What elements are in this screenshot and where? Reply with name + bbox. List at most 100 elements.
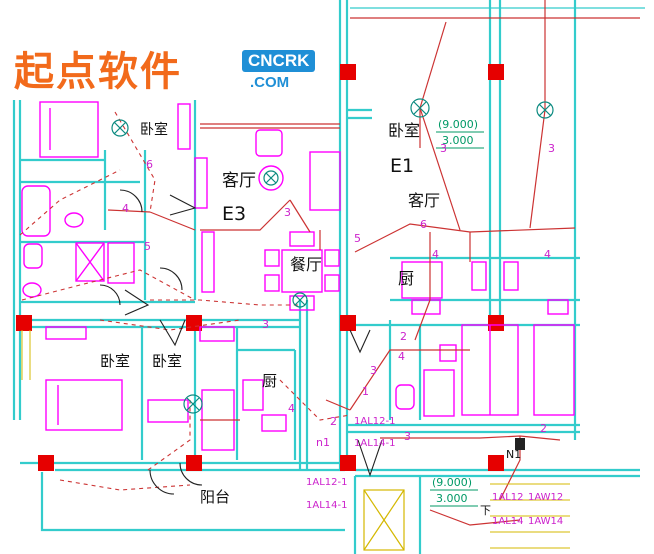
ceiling-light-icon: [410, 98, 430, 118]
watermark-badge: CNCRK: [242, 50, 316, 72]
circuit-number: 3: [284, 206, 291, 219]
circuit-number: 4: [288, 402, 295, 415]
stair: [363, 489, 405, 551]
columns: [16, 64, 504, 471]
bed: [45, 379, 123, 431]
room-label-living: 客厅: [408, 191, 440, 210]
wardrobe-right: [423, 369, 455, 417]
elevation-value: 3.000: [436, 492, 468, 505]
circuit-line: [419, 21, 447, 109]
side-table: [194, 157, 208, 209]
sofa: [309, 151, 341, 211]
room-label-bedroom: 卧室: [152, 352, 182, 370]
circuit-tag: 1AL12-1: [306, 477, 347, 488]
door-swing: [124, 289, 150, 316]
circuit-number: 1: [362, 385, 369, 398]
circuit-number: 3: [548, 142, 555, 155]
stove: [242, 379, 264, 411]
room-label-balcony: 阳台: [200, 488, 230, 506]
elevation-mark: (9.000): [432, 476, 472, 489]
room-label-unit-e1: E1: [390, 155, 414, 177]
bed-right: [533, 324, 575, 416]
circuit-dashed: [19, 169, 121, 236]
ceiling-light-icon: [292, 292, 308, 308]
room-label-bedroom: 卧室: [100, 352, 130, 370]
column: [340, 455, 356, 471]
circuit-tag: 1AL14-1: [306, 500, 347, 511]
room-labels: 卧室 客厅 E3 餐厅 卧室 E1 客厅 厨 厨 卧室 卧室 阳台: [100, 121, 440, 506]
elevation-value: 3.000: [442, 134, 474, 147]
bed: [39, 101, 99, 158]
ceiling-light-icon: [263, 170, 279, 186]
door-swing: [357, 439, 383, 477]
column: [340, 64, 356, 80]
chair: [289, 231, 315, 247]
door-swing: [159, 267, 183, 291]
circuit-dashed: [59, 479, 191, 491]
door-swing: [349, 329, 371, 354]
elevation-labels: (9.000) 3.000 (9.000) 3.000: [430, 118, 484, 507]
room-label-unit-e3: E3: [222, 203, 246, 225]
dining-table: [281, 249, 323, 293]
circuit-number: 2: [540, 422, 547, 435]
washer: [107, 242, 135, 284]
door-swing: [119, 189, 143, 213]
stair-down-label: 下: [480, 504, 491, 517]
circuit-tag: 1AL12-1: [354, 416, 395, 427]
shower-right: [439, 344, 457, 362]
circuit-tag: 1AL14-1: [354, 438, 395, 449]
tv-stand: [201, 231, 215, 293]
circuit-number: 6: [146, 158, 153, 171]
column: [16, 315, 32, 331]
basin: [22, 282, 42, 298]
column: [38, 455, 54, 471]
watermark-logo: 起点软件 CNCRK .COM: [14, 46, 316, 98]
circuit-dashed: [279, 379, 351, 421]
kitchen-counter-right: [401, 261, 443, 299]
wardrobe: [177, 103, 191, 150]
room-label-bedroom: 卧室: [140, 121, 168, 138]
circuit-number: 5: [354, 232, 361, 245]
column: [488, 455, 504, 471]
armchair: [255, 129, 283, 157]
distribution-panel: [515, 438, 525, 450]
elevation-mark: (9.000): [438, 118, 478, 131]
watermark-chinese: 起点软件: [14, 49, 182, 95]
appliance: [471, 261, 487, 291]
chair: [264, 274, 280, 292]
circuit-number: 3: [370, 364, 377, 377]
doors: [99, 189, 383, 495]
circuit-tag: 1AL12: [492, 492, 524, 503]
column: [488, 64, 504, 80]
circuit-number: 3: [440, 142, 447, 155]
chair: [264, 249, 280, 267]
door-swing: [159, 319, 186, 347]
door-swing: [149, 469, 175, 495]
circuit-line: [200, 199, 291, 231]
room-label-kitchen: 厨: [398, 269, 414, 288]
circuit-line: [419, 107, 461, 231]
wardrobe: [45, 326, 87, 340]
circuit-number: 4: [432, 248, 439, 261]
circuit-line: [354, 223, 576, 253]
chair: [289, 295, 315, 311]
circuit-number: 4: [398, 350, 405, 363]
circuit-line: [349, 349, 470, 411]
bathtub: [21, 185, 51, 237]
circuit-number: 6: [420, 218, 427, 231]
toilet-right: [395, 384, 415, 410]
ceiling-light-icon: [183, 394, 203, 414]
room-label-dining: 餐厅: [290, 255, 322, 274]
circuit-line: [429, 509, 521, 526]
furniture: [21, 101, 575, 451]
circuit-tag: n1: [316, 436, 330, 449]
circuit-tag: 1AW12: [528, 492, 563, 503]
circuit-dashed: [150, 299, 300, 306]
circuit-dashed: [99, 319, 241, 331]
circuit-tag: 1AW14: [528, 516, 563, 527]
circuit-number: 3: [404, 430, 411, 443]
circuit-number: 2: [330, 415, 337, 428]
counter: [261, 414, 287, 432]
circuit-line: [107, 209, 151, 213]
